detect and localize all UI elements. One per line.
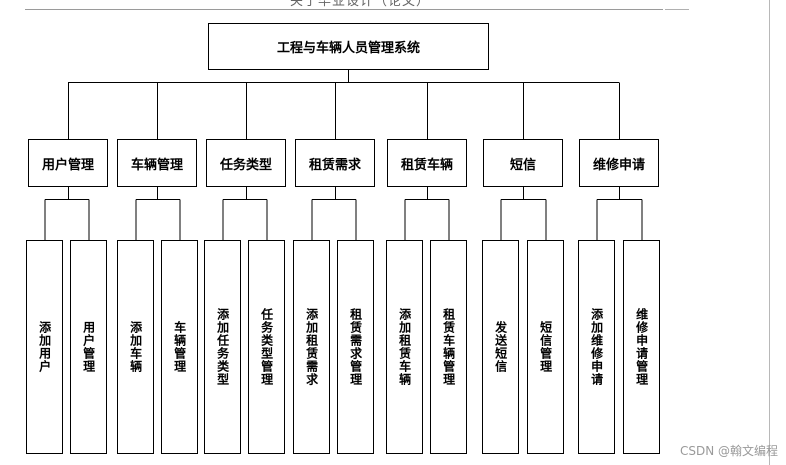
function-node: 添加用户 — [26, 240, 63, 454]
watermark: CSDN @翰文编程 — [679, 444, 778, 458]
module-node-label: 短信 — [509, 157, 536, 173]
module-node-label: 车辆管理 — [130, 157, 183, 173]
module-node: 任务类型 — [206, 139, 286, 187]
page-header-title: 关于毕业设计（论文） — [290, 0, 431, 9]
page-edge-line — [769, 0, 770, 465]
function-node-label: 添加车辆 — [128, 321, 143, 373]
root-node: 工程与车辆人员管理系统 — [208, 23, 489, 70]
module-node: 用户管理 — [28, 139, 108, 187]
function-node: 添加维修申请 — [578, 240, 615, 454]
header-margin-mark — [665, 9, 689, 10]
module-node: 车辆管理 — [117, 139, 197, 187]
function-node-label: 添加租赁车辆 — [397, 308, 412, 386]
function-node-label: 发送短信 — [493, 321, 508, 373]
function-node: 租赁车辆管理 — [430, 240, 467, 454]
function-node: 添加租赁需求 — [293, 240, 330, 454]
module-node: 短信 — [483, 139, 563, 187]
function-node: 维修申请管理 — [623, 240, 660, 454]
function-node: 添加任务类型 — [204, 240, 241, 454]
module-node-label: 任务类型 — [219, 157, 272, 173]
function-node: 短信管理 — [527, 240, 564, 454]
function-node-label: 添加用户 — [37, 321, 52, 373]
function-node-label: 租赁需求管理 — [348, 308, 363, 386]
function-node: 添加车辆 — [117, 240, 154, 454]
module-node-label: 维修申请 — [592, 157, 645, 173]
function-node-label: 车辆管理 — [172, 321, 187, 373]
function-node-label: 添加租赁需求 — [304, 308, 319, 386]
module-node: 维修申请 — [579, 139, 659, 187]
module-node-label: 租赁车辆 — [400, 157, 453, 173]
function-node: 车辆管理 — [161, 240, 198, 454]
function-node: 租赁需求管理 — [337, 240, 374, 454]
page-header: 关于毕业设计（论文） — [0, 0, 786, 10]
function-node-label: 添加任务类型 — [215, 308, 230, 386]
function-node-label: 任务类型管理 — [259, 308, 274, 386]
function-node: 任务类型管理 — [248, 240, 285, 454]
module-node-label: 租赁需求 — [308, 157, 361, 173]
function-node-label: 维修申请管理 — [634, 308, 649, 386]
function-node: 添加租赁车辆 — [386, 240, 423, 454]
function-node: 用户管理 — [70, 240, 107, 454]
function-node-label: 租赁车辆管理 — [441, 308, 456, 386]
function-node-label: 添加维修申请 — [589, 308, 604, 386]
function-node-label: 短信管理 — [538, 321, 553, 373]
function-node-label: 用户管理 — [81, 321, 96, 373]
module-node: 租赁需求 — [295, 139, 375, 187]
function-node: 发送短信 — [482, 240, 519, 454]
header-rule — [25, 9, 663, 10]
root-node-label: 工程与车辆人员管理系统 — [276, 41, 420, 56]
module-node-label: 用户管理 — [41, 157, 94, 173]
module-node: 租赁车辆 — [387, 139, 467, 187]
